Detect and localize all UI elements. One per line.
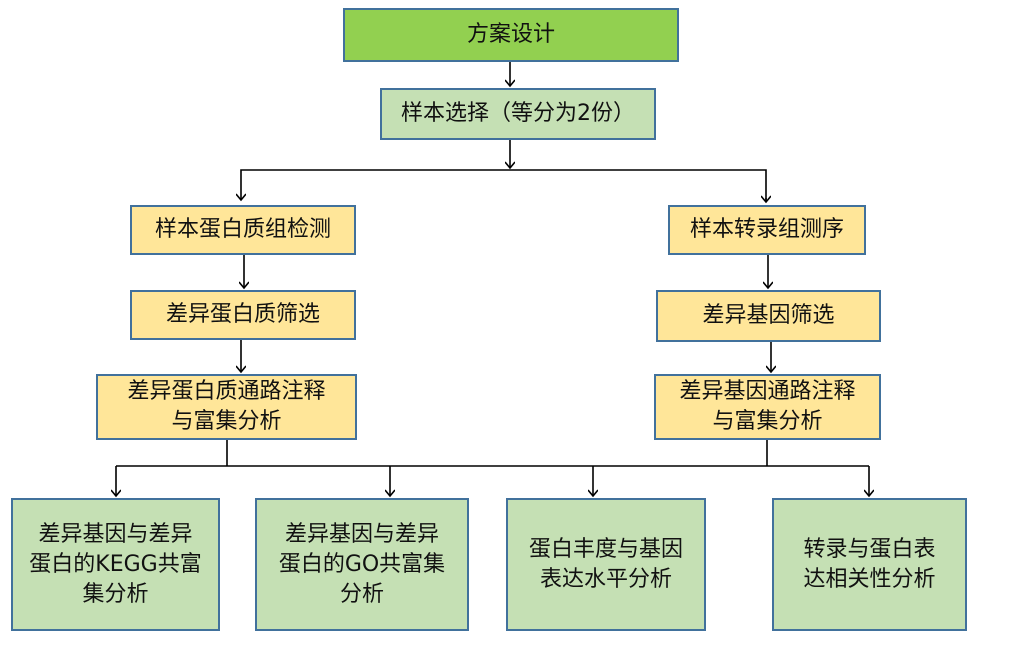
node-abundance-expression-label: 蛋白丰度与基因 表达水平分析 [528,536,683,592]
node-gene-pathway: 差异基因通路注释 与富集分析 [654,374,881,440]
node-protein-detection-label: 样本蛋白质组检测 [154,217,331,242]
node-go-coenrichment: 差异基因与差异 蛋白的GO共富集 分析 [255,498,469,631]
node-protein-screening: 差异蛋白质筛选 [130,290,356,340]
node-protein-pathway: 差异蛋白质通路注释 与富集分析 [96,374,357,440]
node-sample-selection: 样本选择（等分为2份） [380,88,656,140]
node-protein-screening-label: 差异蛋白质筛选 [165,302,320,327]
node-gene-screening: 差异基因筛选 [656,290,881,342]
node-protein-pathway-label: 差异蛋白质通路注释 与富集分析 [127,379,326,434]
node-protein-detection: 样本蛋白质组检测 [130,205,356,255]
node-gene-pathway-label: 差异基因通路注释 与富集分析 [679,379,856,434]
node-transcriptome-sequencing: 样本转录组测序 [668,205,866,255]
node-gene-screening-label: 差异基因筛选 [702,303,835,328]
node-sample-selection-label: 样本选择（等分为2份） [401,101,635,126]
node-go-coenrichment-label: 差异基因与差异 蛋白的GO共富集 分析 [278,521,446,607]
node-transcriptome-sequencing-label: 样本转录组测序 [689,217,844,242]
node-design-label: 方案设计 [466,22,555,47]
node-correlation: 转录与蛋白表 达相关性分析 [772,498,967,631]
node-abundance-expression: 蛋白丰度与基因 表达水平分析 [506,498,706,631]
node-kegg-coenrichment: 差异基因与差异 蛋白的KEGG共富 集分析 [11,498,220,631]
node-kegg-coenrichment-label: 差异基因与差异 蛋白的KEGG共富 集分析 [29,521,202,607]
node-correlation-label: 转录与蛋白表 达相关性分析 [803,536,936,592]
node-design: 方案设计 [343,8,679,62]
